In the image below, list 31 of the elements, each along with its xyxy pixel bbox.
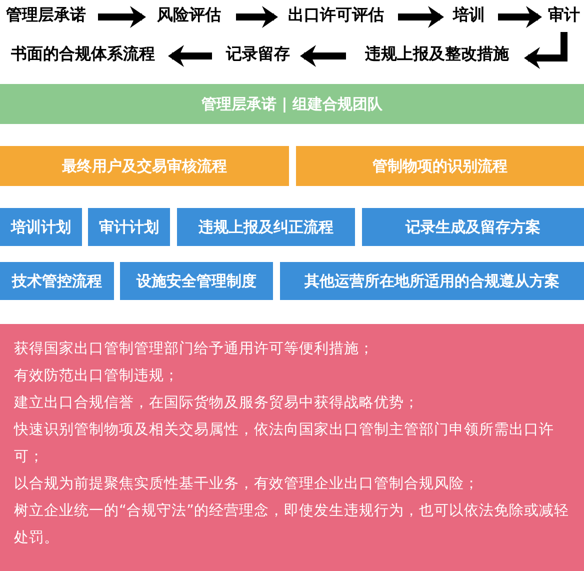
benefit-panel <box>0 324 584 571</box>
step-text: 管理层承诺 <box>0 0 92 30</box>
plan-box: 记录生成及留存方案 <box>362 208 584 246</box>
plan-box: 技术管控流程 <box>0 262 114 300</box>
step-text: 书面的合规体系流程 <box>0 38 166 70</box>
benefit-text: 获得国家出口管制管理部门给予通用许可等便利措施； <box>14 340 375 359</box>
header-band: 管理层承诺 | 组建合规团队 <box>0 84 584 124</box>
plan-box: 违规上报及纠正流程 <box>177 208 355 246</box>
arrow <box>300 45 346 67</box>
arrow <box>98 6 146 28</box>
plan-box: 其他运营所在地所适用的合规遵从方案 <box>280 262 584 300</box>
plan-box: 培训计划 <box>0 208 82 246</box>
arrow <box>398 6 444 28</box>
plan-box: 设施安全管理制度 <box>120 262 273 300</box>
step-text: 记录留存 <box>218 38 298 70</box>
step-text: 审计 <box>544 0 584 30</box>
arrow <box>498 6 542 28</box>
step-text: 违规上报及整改措施 <box>352 38 522 70</box>
arrow <box>236 6 278 28</box>
arrow <box>168 45 212 67</box>
benefit-text: 以合规为前提聚焦实质性基干业务，有效管理企业出口管制合规风险； <box>14 474 480 494</box>
benefit-text: 快速识别管制物项及相关交易属性，依法向国家出口管制主管部门申领所需出口许可； <box>14 420 555 467</box>
process-box: 管制物项的识别流程 <box>296 146 584 186</box>
benefit-text: 树立企业统一的“合规守法”的经营理念，即使发生违规行为，也可以依法免除或减轻处罚。 <box>14 502 570 548</box>
plan-box: 审计计划 <box>88 208 170 246</box>
step-text: 培训 <box>446 0 492 30</box>
process-box: 最终用户及交易审核流程 <box>0 146 289 186</box>
step-text: 出口许可评估 <box>280 0 392 30</box>
benefit-text: 建立出口合规信誉，在国际货物及服务贸易中获得战略优势； <box>14 394 420 413</box>
step-text: 风险评估 <box>148 0 230 30</box>
benefit-text: 有效防范出口管制违规； <box>14 367 180 386</box>
